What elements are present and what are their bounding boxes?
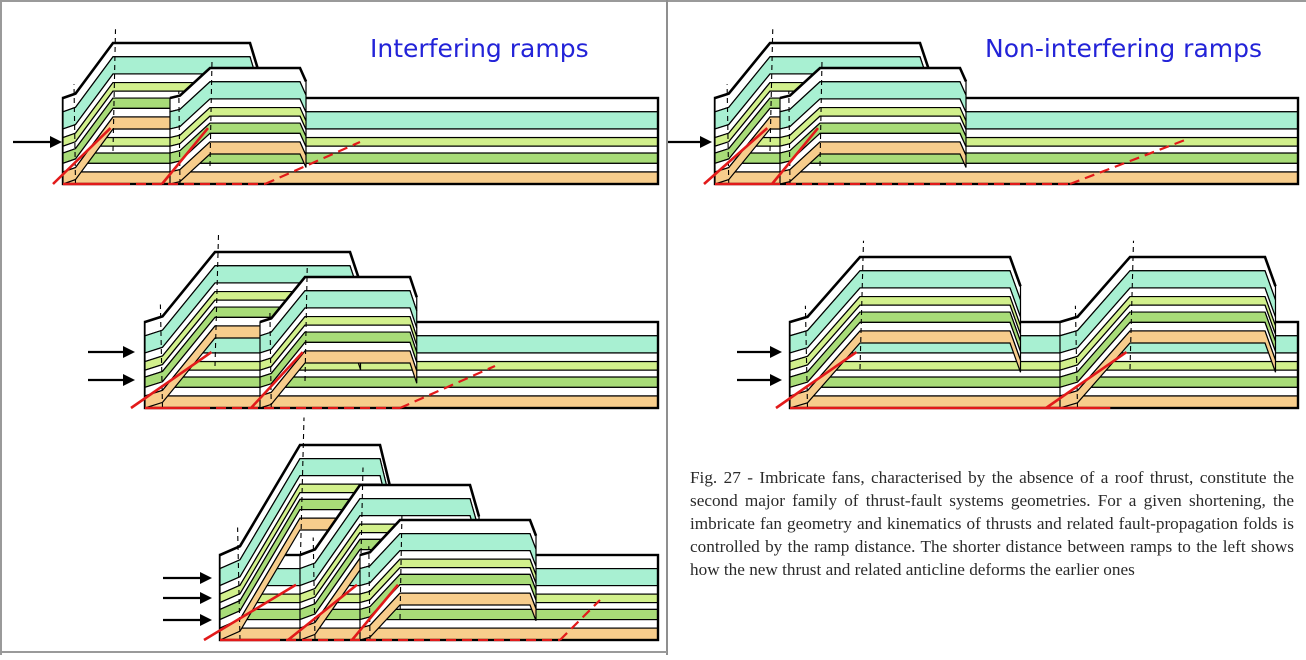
right-a-sheet-1-axial-1 (788, 90, 791, 185)
arrow-left-b-2-head (123, 374, 135, 386)
right-b-sheet-1-axial-2 (1129, 240, 1135, 370)
left-a-sheet-0-top-outline (62, 41, 259, 100)
left-c-sheet-0-fault-ramp (203, 583, 297, 642)
right-b-sheet-0-fault-ramp (775, 351, 858, 410)
left-c-sheet-2-top-outline (359, 518, 538, 557)
right-a-sheet-1-top-outline (779, 66, 968, 100)
right-a-sheet-0-axial-2 (769, 29, 774, 152)
arrow-left-c-3-head (200, 614, 212, 626)
right-b-sheet-0-top-outline (789, 255, 1022, 324)
left-a-sheet-0-axial-2 (112, 29, 117, 152)
right-b-sheet-0-band-7 (789, 330, 1022, 409)
left-c-sheet-2-fault-ramp (351, 583, 399, 641)
cross-sections (52, 29, 1300, 642)
left-b-sheet-1-axial-1 (269, 310, 272, 409)
right-a-sheet-0-fault-ramp (703, 127, 769, 185)
right-b-stack-layer-3 (789, 360, 1299, 371)
left-a-sheet-0-fault-ramp (52, 127, 112, 185)
left-a-stack-layer-6 (62, 162, 659, 173)
right-a-sheet-1-band-7 (779, 141, 967, 185)
left-b-stack-layer-4 (144, 369, 659, 378)
left-b-sheet-0-band-7 (144, 325, 362, 409)
figure-caption: Fig. 27 - Imbricate fans, characterised … (690, 468, 1294, 579)
arrow-left-c-1-head (200, 572, 212, 584)
left-b (130, 234, 660, 410)
right-b-sheet-1-band-7 (1059, 330, 1277, 409)
left-c-future-ramp (559, 599, 601, 641)
left-b-sheet-1-top-outline (259, 275, 418, 324)
arrow-right-b-1-head (770, 346, 782, 358)
arrow-left-a-head (50, 136, 62, 148)
left-b-stack-layer-5 (144, 376, 659, 388)
right-a-sheet-0-top-outline (714, 41, 930, 100)
right-b (775, 240, 1300, 410)
left-b-sheet-1-axial-2 (304, 265, 308, 382)
left-a-stack-layer-3 (62, 136, 659, 147)
right-a (703, 29, 1300, 186)
left-c (203, 417, 660, 642)
left-a-sheet-0-axial-1 (73, 84, 77, 185)
left-b-sheet-1-fault-ramp (250, 351, 304, 409)
left-b-sheet-1-band-7 (259, 350, 418, 409)
title-non-interfering-ramps: Non-interfering ramps (985, 34, 1263, 63)
left-c-sheet-0-axial-2 (299, 417, 305, 575)
right-a-sheet-0-axial-1 (726, 84, 730, 185)
right-b-sheet-0-axial-2 (859, 240, 865, 370)
right-b-stack-layer-4 (789, 369, 1299, 378)
left-c-sheet-1-top-outline (299, 483, 481, 557)
left-b-future-ramp (399, 364, 496, 410)
arrow-left-c-2-head (200, 592, 212, 604)
left-a-sheet-1-fault-ramp (160, 127, 210, 185)
left-b-sheet-0-top-outline (144, 250, 362, 324)
left-c-sheet-2-band-7 (359, 592, 537, 641)
right-b-stack-layer-2 (789, 352, 1299, 363)
right-b-sheet-1-fault-ramp (1045, 351, 1128, 410)
arrow-right-a-head (700, 136, 712, 148)
right-b-stack-layer-5 (789, 376, 1299, 388)
right-b-stack-layer-7 (789, 395, 1299, 409)
arrow-right-b-2-head (770, 374, 782, 386)
left-c-stack-layer-6 (219, 618, 659, 629)
right-a-stack-layer-7 (714, 171, 1299, 185)
right-b-sheet-0-axial-1 (804, 305, 809, 409)
left-a (52, 29, 660, 186)
left-b-sheet-0-fault-ramp (130, 351, 213, 410)
right-b-stack-layer-6 (789, 386, 1299, 397)
left-b-stack-layer-6 (144, 386, 659, 397)
right-b-sheet-1-top-outline (1059, 255, 1277, 324)
right-a-sheet-1-fault-ramp (770, 127, 820, 185)
left-a-sheet-1-top-outline (169, 66, 308, 100)
left-a-stack-layer-4 (62, 145, 659, 154)
left-a-sheet-1-axial-1 (178, 90, 181, 185)
left-c-sheet-1-axial-1 (312, 537, 316, 641)
arrow-left-b-1-head (123, 346, 135, 358)
right-a-future-ramp (1069, 138, 1186, 186)
title-interfering-ramps: Interfering ramps (370, 34, 589, 63)
left-c-sheet-0-top-outline (219, 443, 394, 557)
left-a-stack-layer-2 (62, 128, 659, 139)
left-b-sheet-0-axial-2 (214, 234, 220, 367)
left-c-sheet-1-fault-ramp (287, 583, 358, 642)
left-c-sheet-2-axial-1 (368, 546, 371, 641)
left-a-future-ramp (264, 140, 361, 186)
left-a-stack-layer-7 (62, 171, 659, 185)
left-c-stack-layer-5 (219, 608, 659, 621)
left-c-stack-layer-7 (219, 627, 659, 641)
left-a-sheet-1-band-7 (169, 141, 307, 185)
shortening-arrows (13, 136, 782, 626)
right-b-sheet-1-axial-1 (1074, 305, 1079, 409)
left-c-sheet-0-axial-1 (237, 527, 241, 641)
left-a-stack-layer-5 (62, 152, 659, 164)
